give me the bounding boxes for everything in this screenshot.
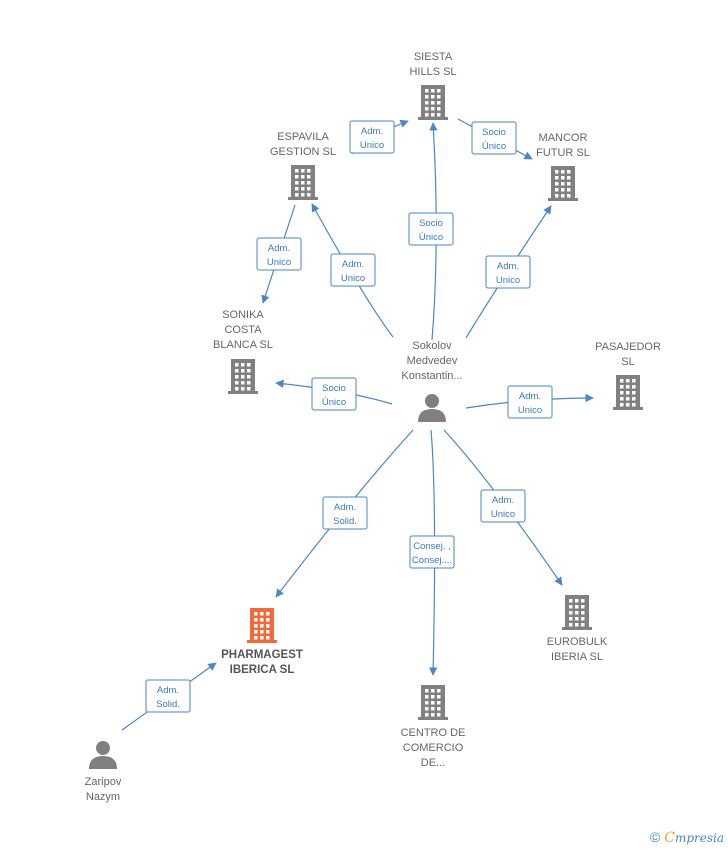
building-icon bbox=[562, 595, 592, 630]
node-label-zaripov: Nazym bbox=[86, 791, 120, 803]
building-icon bbox=[247, 608, 277, 643]
relation-badge-text: Unico bbox=[341, 273, 365, 284]
person-icon bbox=[418, 394, 446, 422]
relation-badge-text: Unico bbox=[496, 275, 520, 286]
node-label-centro: DE... bbox=[421, 757, 445, 769]
relation-badge-sokolov-to-pasajedor[interactable]: Adm. Unico bbox=[507, 385, 553, 419]
node-label-pasajedor: SL bbox=[621, 356, 634, 368]
node-label-espavila: GESTION SL bbox=[270, 146, 336, 158]
relation-badge-box bbox=[409, 535, 455, 569]
relation-badge-sokolov-to-mancor[interactable]: Adm. Unico bbox=[485, 255, 531, 289]
relation-badge-text: Adm. bbox=[157, 685, 179, 696]
node-label-sonika: SONIKA bbox=[222, 309, 264, 321]
building-icon bbox=[288, 165, 318, 200]
copyright-icon: © bbox=[649, 829, 661, 845]
building-icon bbox=[418, 85, 448, 120]
relation-badge-text: Solid. bbox=[156, 699, 180, 710]
relation-badge-text: Unico bbox=[518, 405, 542, 416]
relation-badge-box bbox=[408, 212, 454, 246]
relation-badge-box bbox=[330, 253, 376, 287]
node-label-siesta: SIESTA bbox=[414, 51, 453, 63]
node-label-mancor: MANCOR bbox=[539, 132, 588, 144]
relation-badge-text: Unico bbox=[360, 140, 384, 151]
relation-badge-box bbox=[480, 489, 526, 523]
node-sokolov[interactable]: SokolovMedvedevKonstantin... bbox=[401, 340, 463, 422]
relation-badge-text: Adm. bbox=[361, 126, 383, 137]
person-icon bbox=[89, 741, 117, 769]
relation-badge-text: Único bbox=[419, 232, 443, 243]
node-label-mancor: FUTUR SL bbox=[536, 147, 590, 159]
building-icon bbox=[548, 166, 578, 201]
relation-badge-box bbox=[507, 385, 553, 419]
relation-badge-box bbox=[349, 120, 395, 154]
relation-badge-text: Socio bbox=[482, 127, 506, 138]
node-eurobulk[interactable]: EUROBULK IBERIA SL bbox=[547, 595, 608, 663]
brand-logo-initial: C bbox=[664, 830, 675, 846]
relation-badge-zaripov-to-pharmagest[interactable]: Adm. Solid. bbox=[145, 679, 191, 713]
node-label-sokolov: Medvedev bbox=[407, 355, 458, 367]
relation-badge-box bbox=[322, 496, 368, 530]
node-label-sokolov: Konstantin... bbox=[401, 370, 462, 382]
building-icon bbox=[418, 685, 448, 720]
relation-badge-espavila-to-siesta[interactable]: Adm. Unico bbox=[349, 120, 395, 154]
node-mancor[interactable]: MANCOR FUTUR SL bbox=[536, 132, 590, 201]
node-label-sonika: BLANCA SL bbox=[213, 339, 273, 351]
brand-logo-text: mpresia bbox=[674, 831, 724, 845]
relation-badge-sokolov-to-pharmagest[interactable]: Adm. Solid. bbox=[322, 496, 368, 530]
node-espavila[interactable]: ESPAVILA GESTION SL bbox=[270, 131, 336, 200]
node-label-eurobulk: EUROBULK bbox=[547, 636, 608, 648]
node-label-eurobulk: IBERIA SL bbox=[551, 651, 603, 663]
node-label-sokolov: Sokolov bbox=[412, 340, 452, 352]
relation-badge-box bbox=[471, 121, 517, 155]
relation-badge-text: Adm. bbox=[334, 502, 356, 513]
relation-badge-text: Consej.... bbox=[412, 555, 452, 566]
node-label-pasajedor: PASAJEDOR bbox=[595, 341, 661, 353]
relation-badge-text: Socio bbox=[322, 383, 346, 394]
relation-badge-text: Único bbox=[322, 397, 346, 408]
relation-badge-sokolov-to-centro[interactable]: Consej. , Consej.... bbox=[409, 535, 455, 569]
relation-badge-text: Consej. , bbox=[413, 541, 451, 552]
relation-badge-sokolov-to-eurobulk[interactable]: Adm. Unico bbox=[480, 489, 526, 523]
node-pharmagest[interactable]: PHARMAGEST IBERICA SL bbox=[221, 608, 303, 676]
node-label-centro: COMERCIO bbox=[403, 742, 464, 754]
relation-badge-text: Adm. bbox=[268, 243, 290, 254]
footer-brand: ©Cmpresia bbox=[650, 829, 724, 846]
node-label-zaripov: Zaripov bbox=[85, 776, 122, 788]
relation-badge-espavila-to-sonika[interactable]: Adm. Unico bbox=[256, 237, 302, 271]
node-sonika[interactable]: SONIKA COSTA BLANCA SL bbox=[213, 309, 273, 394]
edge-sokolov-to-centro bbox=[428, 429, 438, 676]
relation-badge-box bbox=[311, 377, 357, 411]
relation-badge-text: Adm. bbox=[492, 495, 514, 506]
relation-badge-text: Unico bbox=[267, 257, 291, 268]
relation-badge-box bbox=[145, 679, 191, 713]
relation-badge-text: Unico bbox=[491, 509, 515, 520]
node-pasajedor[interactable]: PASAJEDOR SL bbox=[595, 341, 661, 410]
relation-badge-text: Adm. bbox=[342, 259, 364, 270]
node-siesta[interactable]: SIESTA HILLS SL bbox=[409, 51, 457, 120]
relation-badge-text: Único bbox=[482, 141, 506, 152]
relation-badge-text: Adm. bbox=[497, 261, 519, 272]
node-label-siesta: HILLS SL bbox=[409, 66, 456, 78]
relation-badge-text: Adm. bbox=[519, 391, 541, 402]
node-centro[interactable]: CENTRO DE COMERCIO DE... bbox=[401, 685, 466, 769]
relation-badge-text: Solid. bbox=[333, 516, 357, 527]
node-label-sonika: COSTA bbox=[224, 324, 262, 336]
node-label-pharmagest: IBERICA SL bbox=[230, 664, 295, 676]
relation-badge-box bbox=[256, 237, 302, 271]
relation-badge-text: Socio bbox=[419, 218, 443, 229]
node-label-centro: CENTRO DE bbox=[401, 727, 466, 739]
relation-badge-sokolov-to-espavila[interactable]: Adm. Unico bbox=[330, 253, 376, 287]
relation-badge-box bbox=[485, 255, 531, 289]
building-icon bbox=[228, 359, 258, 394]
node-label-espavila: ESPAVILA bbox=[277, 131, 329, 143]
node-label-pharmagest: PHARMAGEST bbox=[221, 649, 303, 661]
building-icon bbox=[613, 375, 643, 410]
